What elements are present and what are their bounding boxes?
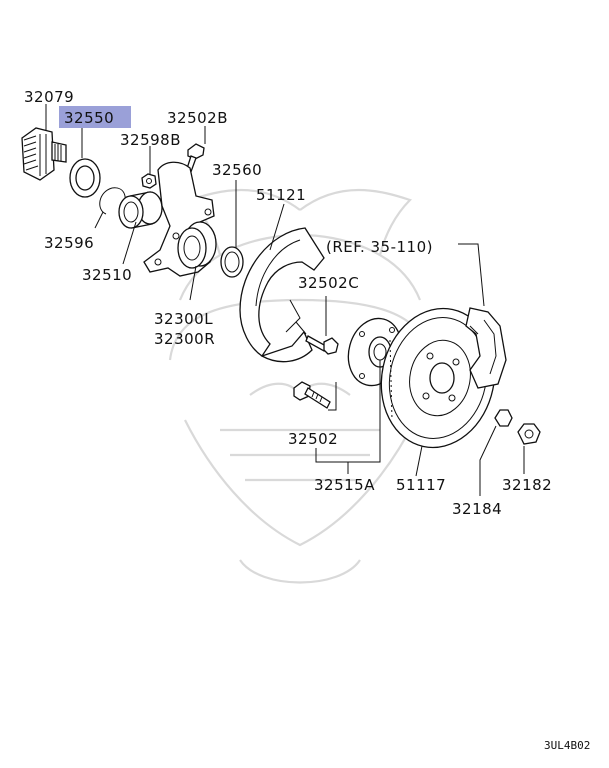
- nut-32182: [517, 423, 541, 445]
- nut-32184: [494, 409, 513, 427]
- label-32300R[interactable]: 32300R: [154, 330, 215, 348]
- highlight-box-32550: [59, 106, 131, 128]
- wheel-bearing-32510: [118, 191, 163, 229]
- ring-32560: [220, 246, 244, 278]
- label-32596[interactable]: 32596: [44, 234, 94, 252]
- seal-32550: [69, 158, 101, 198]
- label-32502C[interactable]: 32502C: [298, 274, 359, 292]
- label-32184[interactable]: 32184: [452, 500, 502, 518]
- label-51117[interactable]: 51117: [396, 476, 446, 494]
- label-51121[interactable]: 51121: [256, 186, 306, 204]
- label-32502[interactable]: 32502: [288, 430, 338, 448]
- brake-caliper: [465, 307, 507, 389]
- brake-disc-51117: [380, 307, 496, 449]
- label-32510[interactable]: 32510: [82, 266, 132, 284]
- label-32550[interactable]: 32550: [64, 109, 114, 127]
- label-32300L[interactable]: 32300L: [154, 310, 213, 328]
- label-32502B[interactable]: 32502B: [167, 109, 228, 127]
- label-32515A[interactable]: 32515A: [314, 476, 375, 494]
- label-32560[interactable]: 32560: [212, 161, 262, 179]
- label-ref-35-110[interactable]: (REF. 35-110): [326, 238, 433, 256]
- label-32182[interactable]: 32182: [502, 476, 552, 494]
- hub-bolt-32502: [293, 381, 331, 409]
- bolt-32502C: [305, 335, 339, 355]
- footer-code: 3UL4B02: [544, 739, 590, 752]
- drive-shaft-32079: [21, 127, 67, 181]
- label-32079[interactable]: 32079: [24, 88, 74, 106]
- leader-lines: [45, 104, 525, 496]
- dust-shield-51121: [239, 227, 325, 363]
- nut-32598B: [141, 173, 157, 189]
- label-32598B[interactable]: 32598B: [120, 131, 181, 149]
- knuckle-32300: [143, 161, 217, 277]
